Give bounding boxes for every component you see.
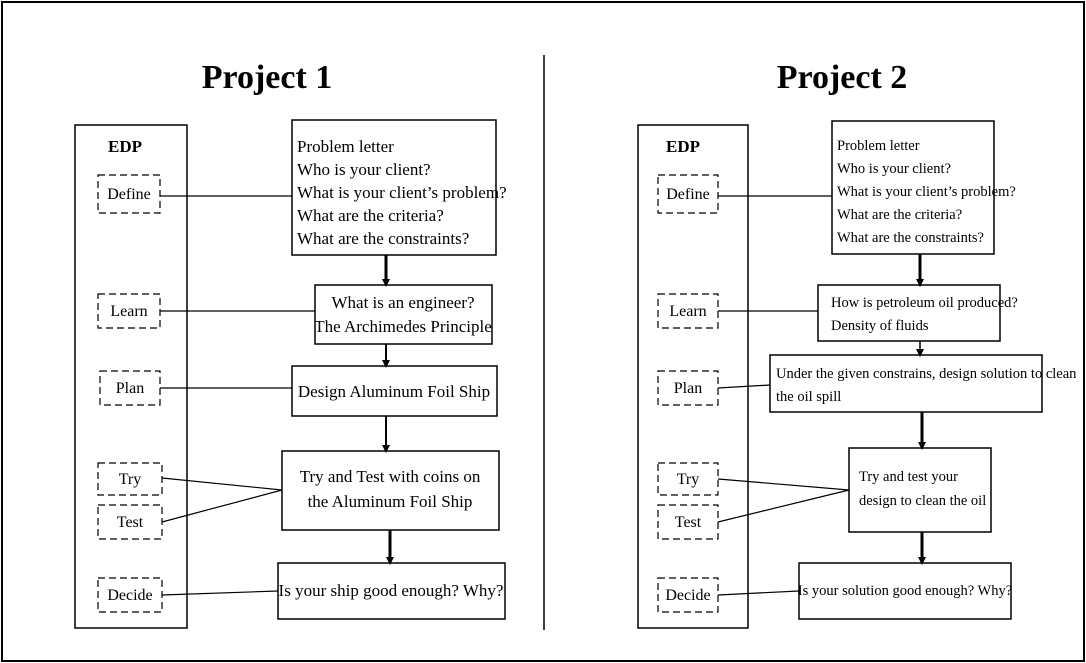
learn-box [817,284,1001,342]
step-try [657,462,719,496]
step-label: Learn [110,303,147,320]
box-line: The Archimedes Principle [314,317,492,336]
project-title: Project 1 [202,59,333,96]
project-1-panel: Project 1 EDP Define Learn Plan Try Test… [74,59,507,629]
step-label: Plan [674,380,702,397]
box-line: How is petroleum oil produced? [831,295,1018,311]
define-box [831,120,995,255]
box-line: the oil spill [776,389,841,405]
box-line: Problem letter [297,137,394,156]
connector-test [161,489,283,523]
plan-box [291,365,498,417]
step-label: Decide [665,587,710,604]
box-line: What is an engineer? [331,293,474,312]
step-label: Try [677,471,700,488]
edp-column [74,124,188,629]
box-line: Design Aluminum Foil Ship [298,382,490,401]
box-line: What is your client’s problem? [837,184,1016,200]
box-line: What are the criteria? [837,207,962,223]
step-label: Learn [669,303,706,320]
box-line: the Aluminum Foil Ship [308,492,473,511]
box-line: Try and test your [859,469,958,485]
try-test-box [848,447,992,533]
connector-test [717,489,850,523]
try-test-box [281,450,500,531]
box-line: Try and Test with coins on [300,467,481,486]
box-line: Who is your client? [837,161,951,177]
box-line: Problem letter [837,138,920,154]
step-label: Define [666,186,710,203]
define-box [291,119,497,256]
project-2-panel: Project 2 EDP Define Learn Plan Try Test… [637,59,1077,629]
connector-decide [161,590,279,596]
box-line: What are the constraints? [837,230,984,246]
box-line: Is your solution good enough? Why? [798,583,1012,599]
box-line: Who is your client? [297,160,431,179]
edp-column [637,124,749,629]
connector-plan [717,384,771,389]
box-line: What are the criteria? [297,206,444,225]
learn-box [314,284,493,345]
step-try [97,462,163,496]
step-define [657,174,719,214]
step-label: Test [117,514,144,531]
step-label: Try [119,471,142,488]
connector-try [717,478,850,491]
step-define [97,174,161,214]
connector-try [161,477,283,491]
box-line: What are the constraints? [297,229,469,248]
box-line: Density of fluids [831,318,929,334]
plan-box [769,354,1043,413]
edp-label: EDP [666,137,700,156]
edp-label: EDP [108,137,142,156]
box-line: What is your client’s problem? [297,183,507,202]
box-line: Is your ship good enough? Why? [279,581,504,600]
box-line: Under the given constrains, design solut… [776,366,1077,382]
step-label: Plan [116,380,144,397]
project-title: Project 2 [777,59,908,96]
connector-decide [717,590,800,596]
box-line: design to clean the oil [859,493,986,509]
step-label: Decide [107,587,152,604]
step-label: Define [107,186,151,203]
step-label: Test [675,514,702,531]
